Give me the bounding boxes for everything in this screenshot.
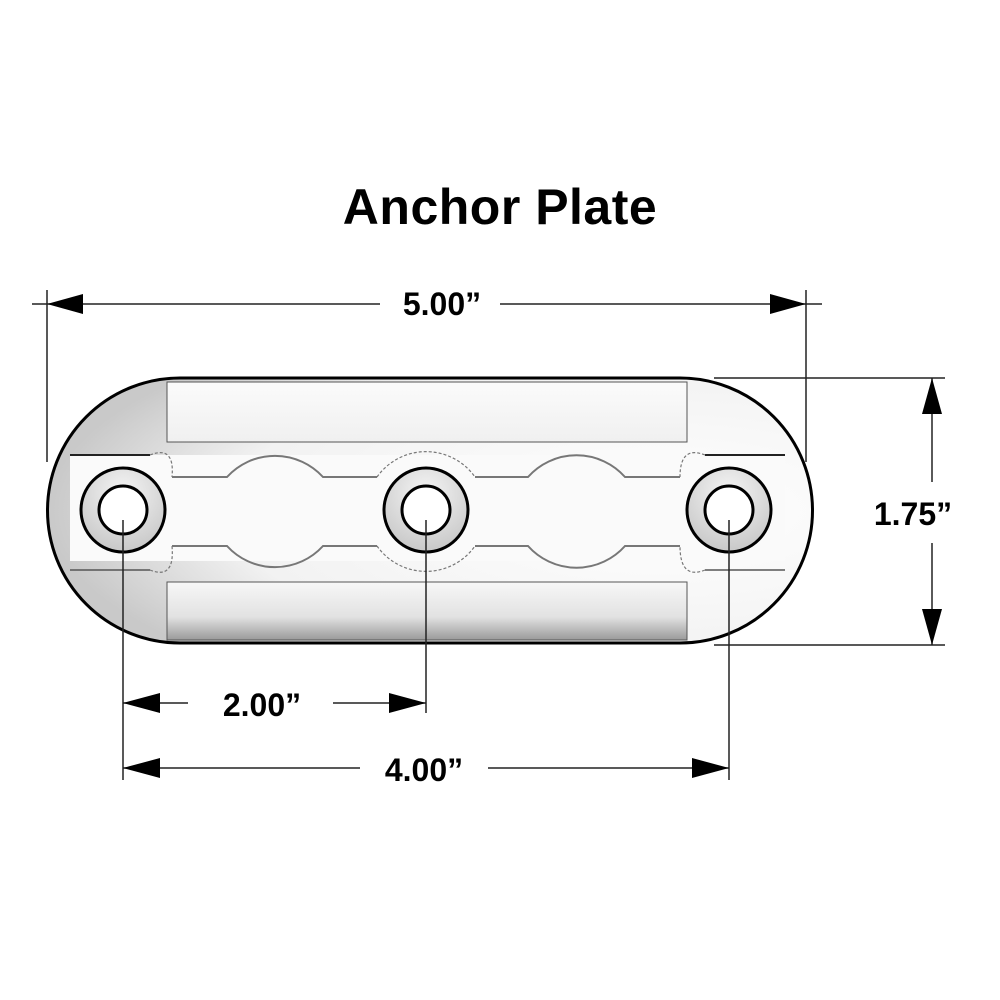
dimension-hole-spacing-outer [123, 758, 729, 778]
extension-lines [46, 290, 945, 780]
dimension-overall-width [922, 378, 942, 645]
mounting-hole-left [79, 466, 167, 554]
dimension-label-overall-width: 1.75” [863, 496, 963, 532]
drawing-title: Anchor Plate [342, 179, 658, 235]
dimension-label-overall-length: 5.00” [392, 286, 492, 322]
dimension-hole-spacing-adjacent [123, 693, 426, 713]
dimension-overall-length [32, 294, 822, 314]
dimension-label-hole-spacing-outer: 4.00” [374, 752, 474, 788]
dimension-label-hole-spacing-adjacent: 2.00” [212, 687, 312, 723]
mounting-hole-right [685, 466, 773, 554]
